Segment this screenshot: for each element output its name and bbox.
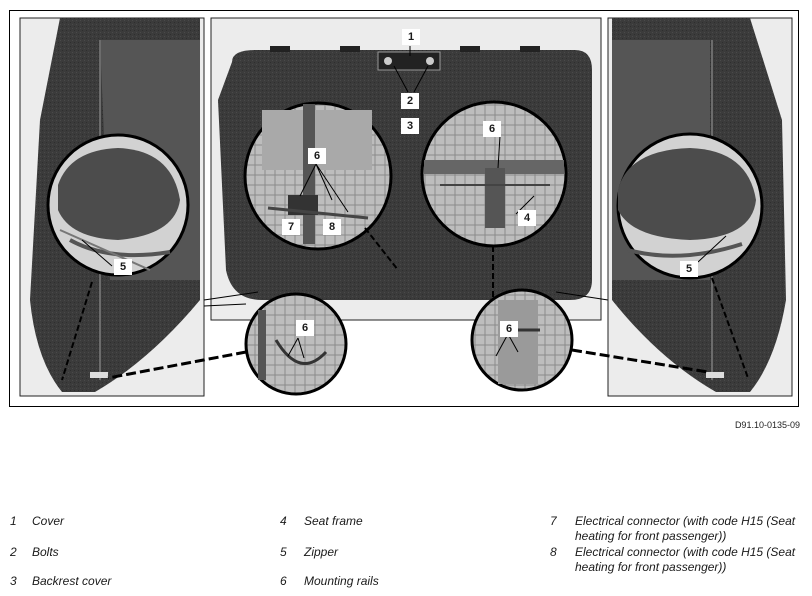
detail-views <box>107 288 709 396</box>
legend-text: Mounting rails <box>304 574 379 588</box>
left-side-view <box>19 17 205 397</box>
callout-6-center-right: 6 <box>483 121 501 137</box>
legend-text: Electrical connector (with code H15 (Sea… <box>575 514 796 543</box>
legend-number: 1 <box>10 514 17 528</box>
legend-number: 5 <box>280 545 287 559</box>
callout-8: 8 <box>323 219 341 235</box>
callout-5-right: 5 <box>680 261 698 277</box>
callout-3: 3 <box>401 118 419 134</box>
legend-text: Electrical connector (with code H15 (Sea… <box>575 545 796 574</box>
legend-number: 8 <box>550 545 557 559</box>
rear-view-main <box>203 17 609 321</box>
legend-text: Seat frame <box>304 514 363 528</box>
callout-5-left: 5 <box>114 259 132 275</box>
callout-4: 4 <box>518 210 536 226</box>
legend-number: 7 <box>550 514 557 528</box>
legend-number: 4 <box>280 514 287 528</box>
legend-text: Zipper <box>304 545 339 559</box>
right-side-view <box>607 17 793 397</box>
figure-id: D91.10-0135-09 <box>734 420 800 430</box>
callout-6-center-left: 6 <box>308 148 326 164</box>
callout-7: 7 <box>282 219 300 235</box>
callout-2: 2 <box>401 93 419 109</box>
callout-1: 1 <box>402 29 420 45</box>
legend-number: 3 <box>10 574 17 588</box>
legend-number: 6 <box>280 574 287 588</box>
legend-text: Bolts <box>32 545 59 559</box>
legend-number: 2 <box>10 545 17 559</box>
callout-6-bottom-left: 6 <box>296 320 314 336</box>
callout-6-bottom-right: 6 <box>500 321 518 337</box>
legend-text: Cover <box>32 514 65 528</box>
legend-text: Backrest cover <box>32 574 112 588</box>
technical-illustration <box>19 17 793 397</box>
